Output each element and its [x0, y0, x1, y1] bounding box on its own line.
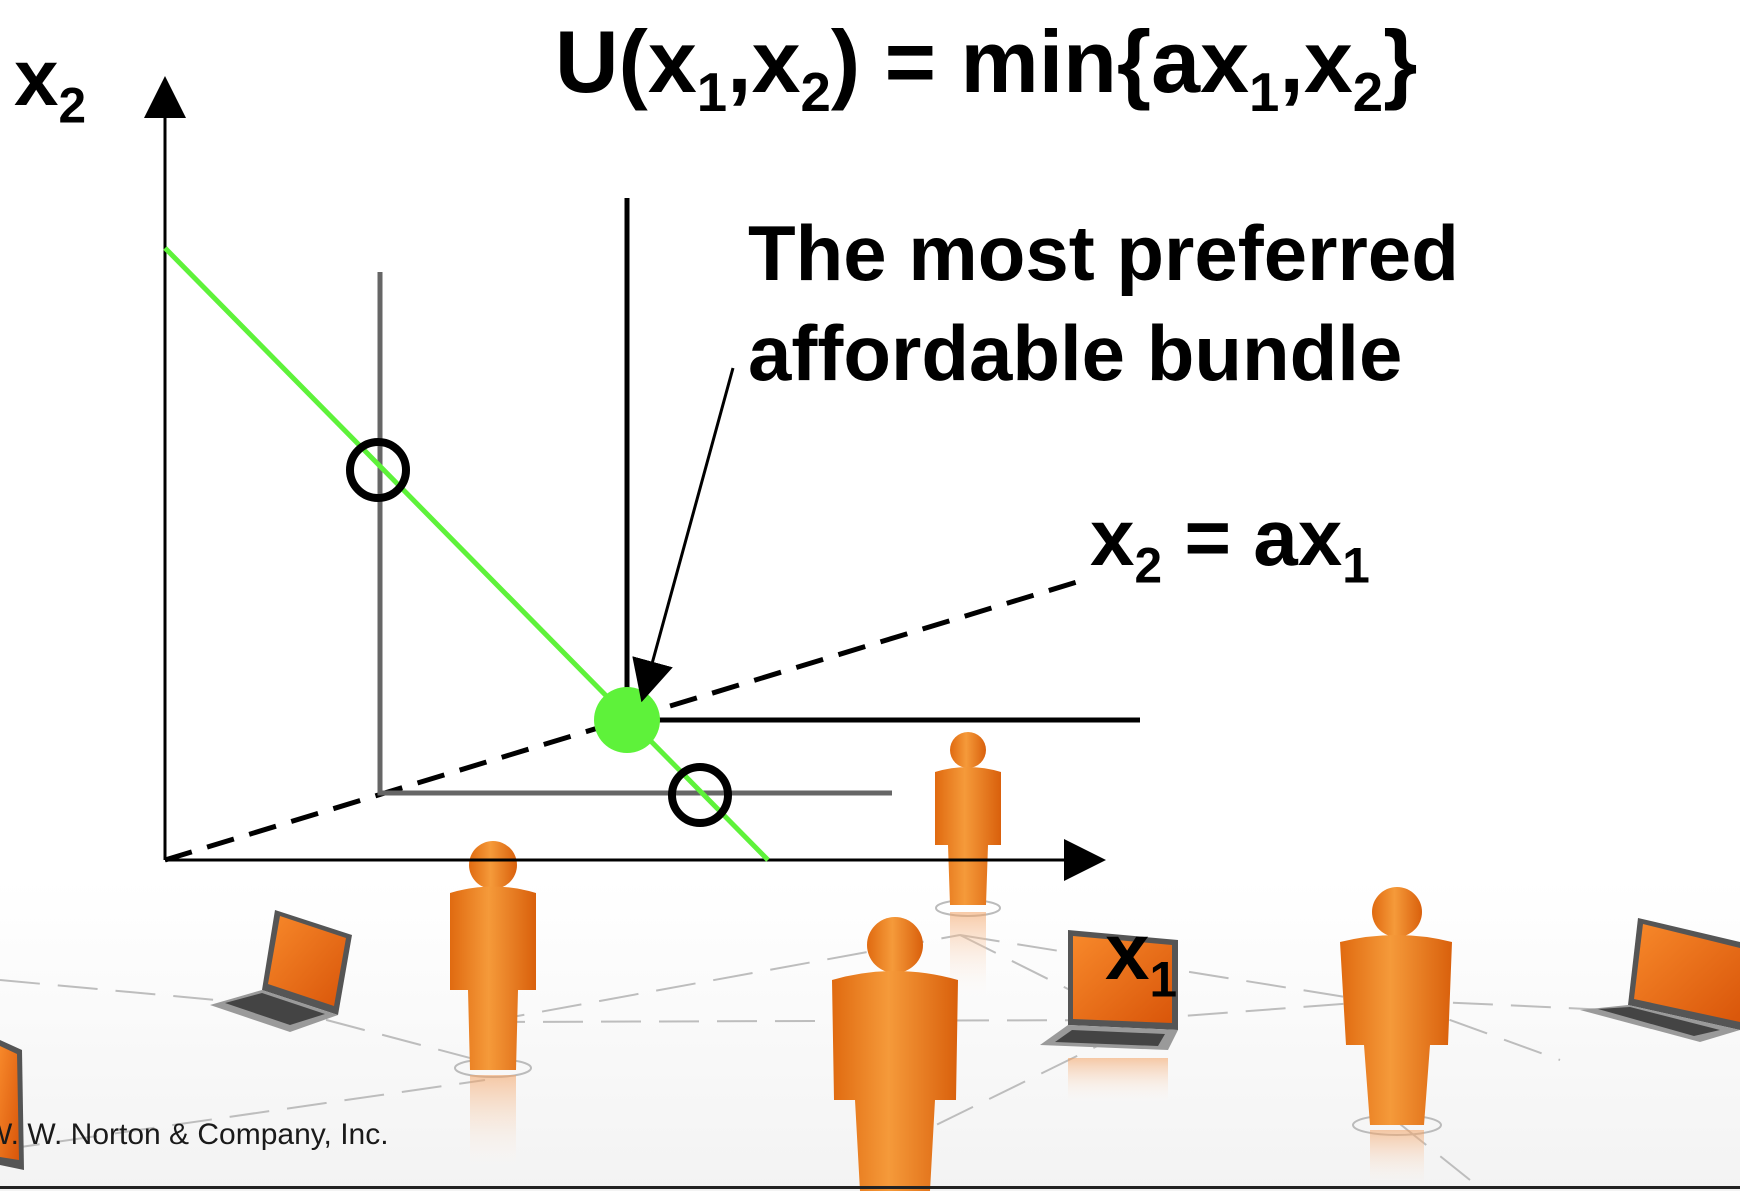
laptop-icon: [210, 910, 352, 1032]
optimum-annotation: The most preferred affordable bundle: [748, 203, 1459, 403]
utility-function-title: U(x1,x2) = min{ax1,x2}: [555, 12, 1418, 124]
diagram: [144, 76, 1140, 881]
bottom-divider: [0, 1186, 1740, 1189]
copyright-footer: W. W. Norton & Company, Inc.: [0, 1118, 389, 1151]
person-figure-icon: [450, 841, 536, 1175]
affordable-bundle-marker: [668, 763, 732, 827]
person-figure-icon: [1340, 887, 1452, 1191]
ratio-ray: [164, 575, 1091, 863]
annotation-line-1: The most preferred: [748, 209, 1459, 297]
laptop-icon: [0, 1040, 24, 1170]
x2-axis-label: x2: [14, 33, 87, 134]
x1-axis-label: x1: [1105, 907, 1178, 1008]
budget-line: [163, 246, 770, 862]
person-figure-icon: [832, 917, 958, 1191]
laptop-icon: [1580, 918, 1740, 1042]
optimal-bundle-point: [594, 687, 660, 753]
affordable-bundle-marker: [346, 438, 410, 502]
ratio-line-label: x2 = ax1: [1090, 493, 1370, 594]
annotation-arrow: [632, 367, 735, 703]
annotation-line-2: affordable bundle: [748, 309, 1403, 397]
laptop-icon: [1040, 930, 1178, 1106]
